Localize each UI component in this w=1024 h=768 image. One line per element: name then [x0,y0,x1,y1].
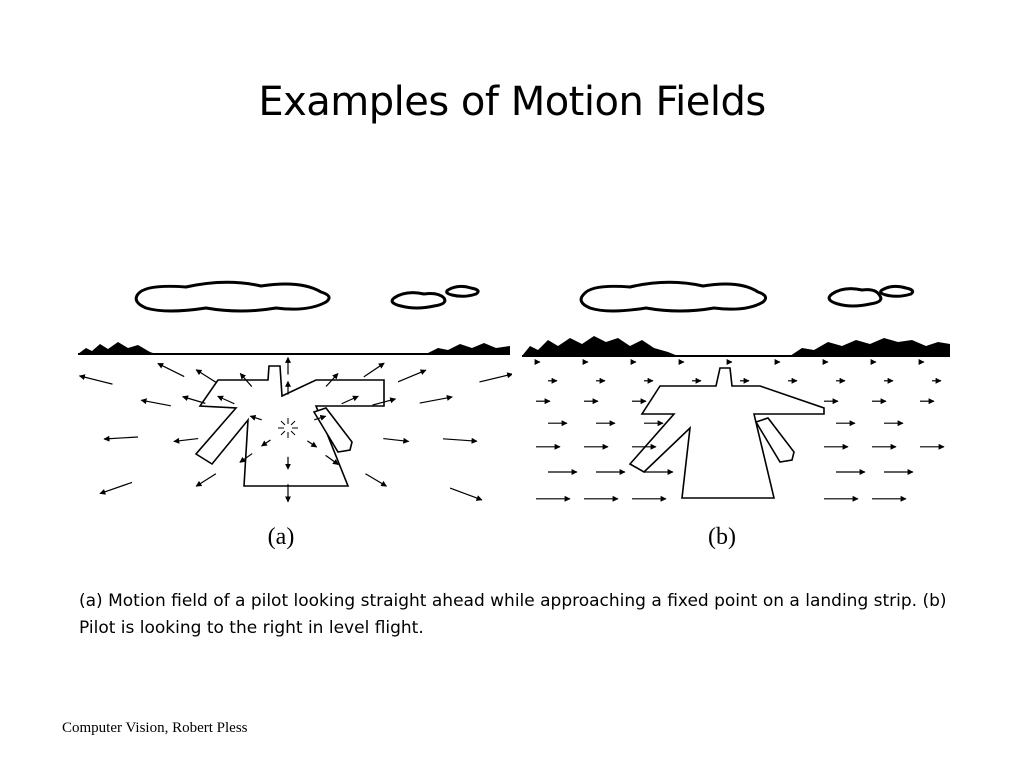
mountains-right [426,343,510,354]
mountains-left [78,342,156,354]
mountains-left [522,336,678,356]
flow-arrow [103,435,139,442]
cloud-small [827,287,883,308]
flow-arrow [195,473,217,487]
cloud-large [134,280,331,313]
panel-a-label: (a) [267,524,295,550]
flow-arrow [182,395,206,404]
cloud-large [579,280,768,313]
flow-arrow [217,395,235,405]
flow-arrow [314,414,327,421]
slide-title: Examples of Motion Fields [258,78,766,125]
runway-outline [628,367,825,499]
flow-arrow [307,440,318,448]
flow-arrow [195,369,217,383]
expansion-center [278,418,298,438]
flow-arrow [363,362,385,378]
cloud-small [390,291,447,310]
flow-arrow [78,374,113,385]
flow-arrow [365,473,388,487]
flow-arrow [419,394,453,404]
motion-field-diagram-a [76,268,512,508]
cloud-tiny [445,284,480,298]
slide-footer: Computer Vision, Robert Pless [62,720,248,736]
runway-outline [194,365,385,487]
flow-arrows-b [534,359,945,502]
flow-arrow [261,439,271,447]
cloud-tiny [879,284,915,298]
flow-arrow [239,372,253,387]
figure-caption: (a) Motion field of a pilot looking stra… [79,591,947,638]
flow-arrow [249,414,262,421]
flow-arrow [173,437,199,444]
flow-arrow [157,362,185,378]
flow-arrow [99,481,133,495]
flow-arrow [325,373,339,387]
flow-arrow [449,487,483,501]
motion-field-b-illustration [522,280,950,502]
flow-arrow [397,369,427,383]
motion-field-a-illustration [78,280,512,503]
mountains-right [790,338,950,356]
flow-arrow [325,454,339,466]
flow-arrow [140,398,171,407]
flow-arrow [442,437,478,444]
flow-arrow [341,395,359,405]
flow-arrows-a [78,356,512,503]
flow-arrow [239,453,253,463]
flow-arrow [372,397,397,406]
flow-arrow [383,437,410,444]
panel-b-label: (b) [708,524,736,550]
flow-arrow [479,372,512,383]
parked-aircraft [754,417,795,463]
motion-field-diagram-b [518,268,954,508]
